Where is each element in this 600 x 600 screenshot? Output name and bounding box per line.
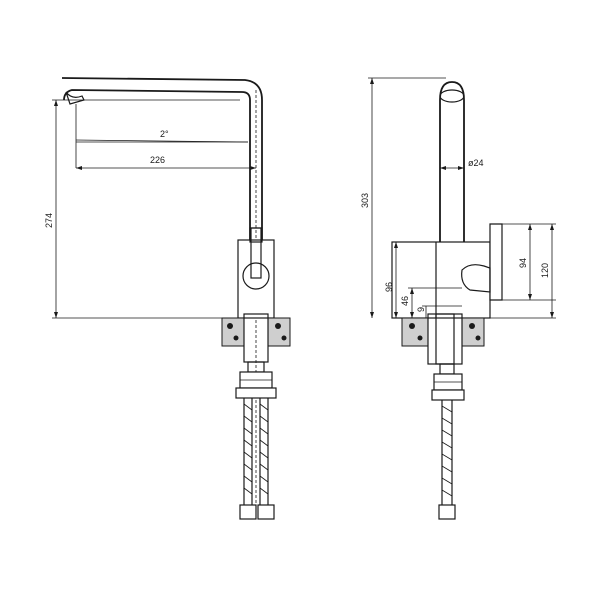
front-base-section-right <box>267 317 291 347</box>
front-lever-hub <box>242 262 270 290</box>
front-height-label: 274 <box>44 213 54 228</box>
front-hoses <box>239 398 275 520</box>
side-height-label: 303 <box>360 193 370 208</box>
spout-diameter-label: ø24 <box>468 158 484 168</box>
body-height-label: 96 <box>384 282 394 292</box>
front-base-section-left <box>221 317 245 347</box>
side-base-section-left <box>401 317 429 347</box>
spout-reach-label: 226 <box>150 155 165 165</box>
side-spout <box>439 81 465 242</box>
small-offset-label: 9 <box>416 307 426 312</box>
front-view: 2° 226 274 <box>44 77 291 520</box>
front-spout <box>61 77 263 240</box>
side-hose <box>438 400 456 520</box>
handle-offset-label: 46 <box>400 296 410 306</box>
side-body <box>391 241 491 319</box>
front-spout-tip <box>65 91 85 105</box>
lever-height-label: 94 <box>518 258 528 268</box>
lever-total-label: 120 <box>540 263 550 278</box>
angle-label: 2° <box>160 129 169 139</box>
side-view: ø24 303 94 120 96 4 <box>360 77 556 520</box>
side-base-section-right <box>461 317 485 347</box>
side-lever <box>489 223 503 301</box>
